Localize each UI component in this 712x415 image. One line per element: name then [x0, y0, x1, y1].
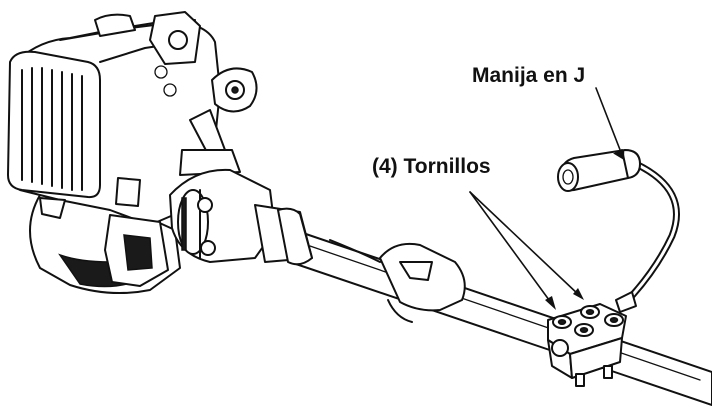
- j-handle[interactable]: [557, 149, 680, 304]
- trigger-handle: [379, 242, 466, 323]
- drive-shaft: [289, 231, 712, 406]
- clutch-housing: [169, 168, 313, 266]
- j-handle-label: Manija en J: [472, 64, 585, 87]
- screw-4: [604, 313, 624, 327]
- j-handle-bracket: [615, 291, 637, 313]
- engine-housing: [7, 11, 258, 295]
- screws-label: (4) Tornillos: [372, 155, 491, 178]
- screw-3: [574, 323, 594, 337]
- leader-lines: [469, 87, 625, 310]
- screw-2: [580, 305, 600, 319]
- screw-1: [552, 315, 572, 329]
